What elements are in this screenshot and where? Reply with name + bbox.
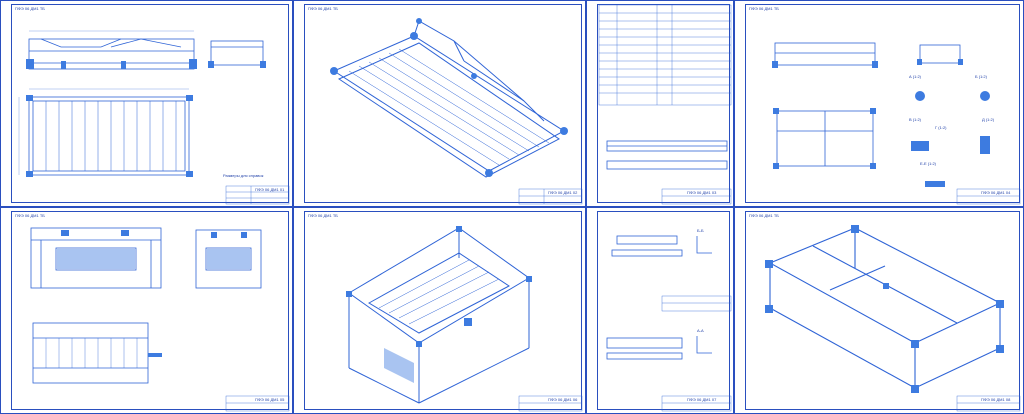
sheet-stamp: ПФЭ 06 ДМ1 ТБ <box>749 213 779 218</box>
sheet-frame <box>745 4 1020 203</box>
section-b-b: Б-Б <box>697 228 704 233</box>
specification-and-beam <box>598 4 732 205</box>
machine-orthographic <box>30 227 290 412</box>
sheet-frame <box>11 4 289 203</box>
drawing-sheet-1[interactable]: ПФЭ 06 ДМ1 ТБ <box>0 0 293 207</box>
sheet-stamp: ПФЭ 06 ДМ1 ТБ <box>15 6 45 11</box>
detail-view-d: Д (1:2) <box>982 117 995 122</box>
detail-view-v: В (1:2) <box>909 117 922 122</box>
drawing-sheet-2[interactable]: ПФЭ 06 ДМ1 ТБ ПФЭ 06 ДМ1 02 <box>293 0 586 207</box>
frame-with-details <box>772 42 1021 205</box>
general-note: Размеры для справок <box>223 173 264 178</box>
title-block-code: ПФЭ 06 ДМ1 08 <box>981 397 1011 402</box>
detail-view-e: Е-Е (1:2) <box>920 161 937 166</box>
sheet-frame <box>597 4 730 203</box>
sheet-stamp: ПФЭ 06 ДМ1 ТБ <box>15 213 45 218</box>
drawing-sheet-5[interactable]: ПФЭ 06 ДМ1 ТБ ПФЭ 06 ДМ1 05 <box>0 207 293 414</box>
drawing-sheet-7[interactable]: Б-Б А-А ПФЭ 06 ДМ1 07 <box>586 207 734 414</box>
title-block-code: ПФЭ 06 ДМ1 02 <box>548 190 578 195</box>
sheet-frame <box>597 211 730 410</box>
isometric-frame-drawing <box>330 18 583 205</box>
detail-view-b: Б (1:2) <box>975 74 987 79</box>
sheet-frame <box>11 211 289 410</box>
sheet-stamp: ПФЭ 06 ДМ1 ТБ <box>308 213 338 218</box>
detail-view-a: А (1:2) <box>909 74 922 79</box>
sheet-frame <box>304 211 582 410</box>
sheet-stamp: ПФЭ 06 ДМ1 ТБ <box>308 6 338 11</box>
drawing-sheet-4[interactable]: ПФЭ 06 ДМ1 ТБ А (1:2) Б (1:2) В (1:2) Г … <box>734 0 1024 207</box>
drawing-sheet-8[interactable]: ПФЭ 06 ДМ1 ТБ ПФЭ 06 ДМ1 08 <box>734 207 1024 414</box>
sheet-frame <box>304 4 582 203</box>
sheet-stamp: ПФЭ 06 ДМ1 ТБ <box>749 6 779 11</box>
machine-isometric <box>346 226 583 412</box>
detail-view-g: Г (1:2) <box>935 125 947 130</box>
drawing-sheet-6[interactable]: ПФЭ 06 ДМ1 ТБ ПФЭ 06 ДМ1 06 <box>293 207 586 414</box>
title-block-code: ПФЭ 06 ДМ1 03 <box>687 190 717 195</box>
drawing-sheet-3[interactable]: ПФЭ 06 ДМ1 03 <box>586 0 734 207</box>
title-block-code: ПФЭ 06 ДМ1 01 <box>255 187 285 192</box>
title-block-code: ПФЭ 06 ДМ1 04 <box>981 190 1011 195</box>
part-details <box>606 235 732 412</box>
title-block-code: ПФЭ 06 ДМ1 05 <box>255 397 285 402</box>
isometric-frame-2 <box>765 225 1021 412</box>
frame-drawing <box>18 30 290 205</box>
sheet-frame <box>745 211 1020 410</box>
section-a-a: А-А <box>697 328 704 333</box>
title-block-code: ПФЭ 06 ДМ1 06 <box>548 397 578 402</box>
title-block-code: ПФЭ 06 ДМ1 07 <box>687 397 717 402</box>
